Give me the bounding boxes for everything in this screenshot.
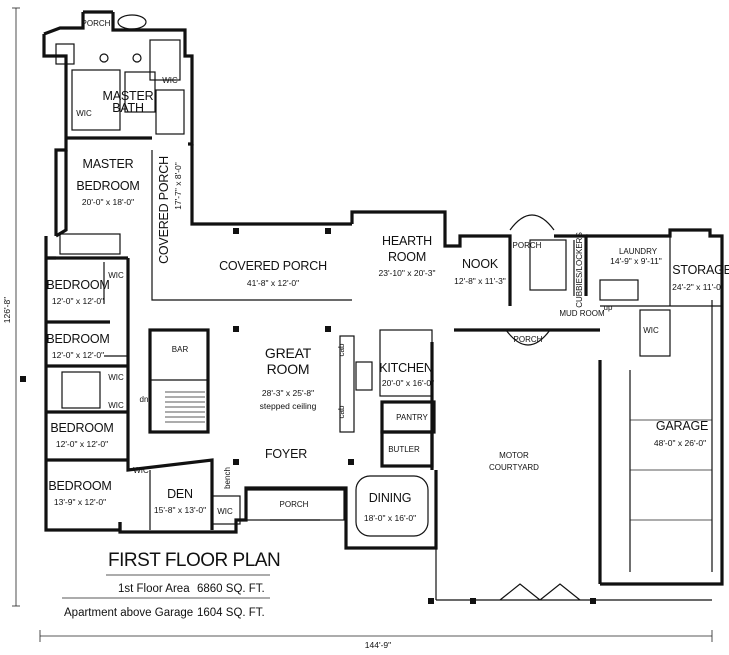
dn-label: dn [140,395,149,404]
up-label: up [604,303,613,312]
interior-walls [46,14,722,601]
great-room-ceiling: stepped ceiling [260,401,317,411]
wic-master-left-label: WIC [76,109,92,118]
exterior-walls [42,10,724,586]
dining-label: DINING [369,491,412,505]
covered-porch-label: COVERED PORCH [219,259,327,273]
cab1-label: cab [337,343,346,356]
great-room-label-1: GREAT [265,345,312,361]
great-room-label-2: ROOM [267,361,310,377]
wic-den-label: WIC [217,507,233,516]
great-room-dim: 28'-3" x 25'-8" [262,388,314,398]
kitchen-dim: 20'-0" x 16'-0" [382,378,434,388]
porch-front-label: PORCH [280,500,309,509]
hearth-label-1: HEARTH [382,234,432,248]
garage-label: GARAGE [656,419,708,433]
master-bedroom-label-2: BEDROOM [76,179,139,193]
area-value-1: 6860 SQ. FT. [197,583,265,595]
pantry-label: PANTRY [396,413,428,422]
mud-room-label: MUD ROOM [559,309,605,318]
bedroom2-label: BEDROOM [46,332,109,346]
laundry-label: LAUNDRY [619,247,658,256]
hearth-dim: 23'-10" x 20'-3" [378,268,435,278]
covered-porch-side-label: COVERED PORCH [157,156,171,264]
cab2-label: cab [337,405,346,418]
motor-courtyard-label-2: COURTYARD [489,463,539,472]
cubbies-label: CUBBIES/LOCKERS [575,232,584,308]
kitchen-label: KITCHEN [379,361,433,375]
foyer-label: FOYER [265,447,307,461]
master-bedroom-dim: 20'-0" x 18'-0" [82,197,134,207]
garage-dim: 48'-0" x 26'-0" [654,438,706,448]
bedroom1-label: BEDROOM [46,278,109,292]
master-bath-label-1: MASTER [103,89,154,103]
plan-title: FIRST FLOOR PLAN [108,550,280,571]
stair-treads [165,391,205,423]
room-labels: PORCH WIC WIC MASTER BATH MASTER BEDROOM… [46,19,729,523]
bedroom4-dim: 13'-9" x 12'-0" [54,497,106,507]
area-value-2: 1604 SQ. FT. [197,607,265,619]
master-bath-label-2: BATH [112,101,144,115]
nook-dim: 12'-8" x 11'-3" [454,276,506,286]
bedroom4-label: BEDROOM [48,479,111,493]
laundry-dim: 14'-9" x 9'-11" [610,256,662,266]
butler-label: BUTLER [388,445,420,454]
overall-width-label: 144'-9" [365,640,391,650]
storage-label: STORAGE [672,263,729,277]
bedroom1-dim: 12'-0" x 12'-0" [52,296,104,306]
hearth-label-2: ROOM [388,250,426,264]
porch-top-label: PORCH [82,19,111,28]
wic-b3-label: WIC [108,401,124,410]
bar-label: BAR [172,345,189,354]
dining-dim: 18'-0" x 16'-0" [364,513,416,523]
covered-porch-dim: 41'-8" x 12'-0" [247,278,299,288]
columns [20,228,596,604]
covered-porch-side-dim: 17'-7" x 8'-0" [173,162,183,210]
master-bedroom-label-1: MASTER [83,157,134,171]
wic-b2-label: WIC [108,373,124,382]
title-block: FIRST FLOOR PLAN 1st Floor Area 6860 SQ.… [62,550,281,619]
area-label-2: Apartment above Garage [64,607,193,619]
den-label: DEN [167,487,193,501]
wic-mud-label: WIC [643,326,659,335]
motor-courtyard-label-1: MOTOR [499,451,529,460]
wic-b1-label: WIC [108,271,124,280]
wic-master-right-label: WIC [162,76,178,85]
bench-label: bench [223,467,232,489]
bedroom3-dim: 12'-0" x 12'-0" [56,439,108,449]
porch-mid-label: PORCH [514,335,543,344]
den-dim: 15'-8" x 13'-0" [154,505,206,515]
storage-dim: 24'-2" x 11'-0" [672,282,724,292]
porch-nook-label: PORCH [513,241,542,250]
area-label-1: 1st Floor Area [118,583,190,595]
wic-b4-label: WIC [133,466,149,475]
dimension-lines [12,7,713,642]
overall-depth-label: 126'-8" [2,297,12,323]
bedroom3-label: BEDROOM [50,421,113,435]
nook-label: NOOK [462,257,499,271]
bedroom2-dim: 12'-0" x 12'-0" [52,350,104,360]
